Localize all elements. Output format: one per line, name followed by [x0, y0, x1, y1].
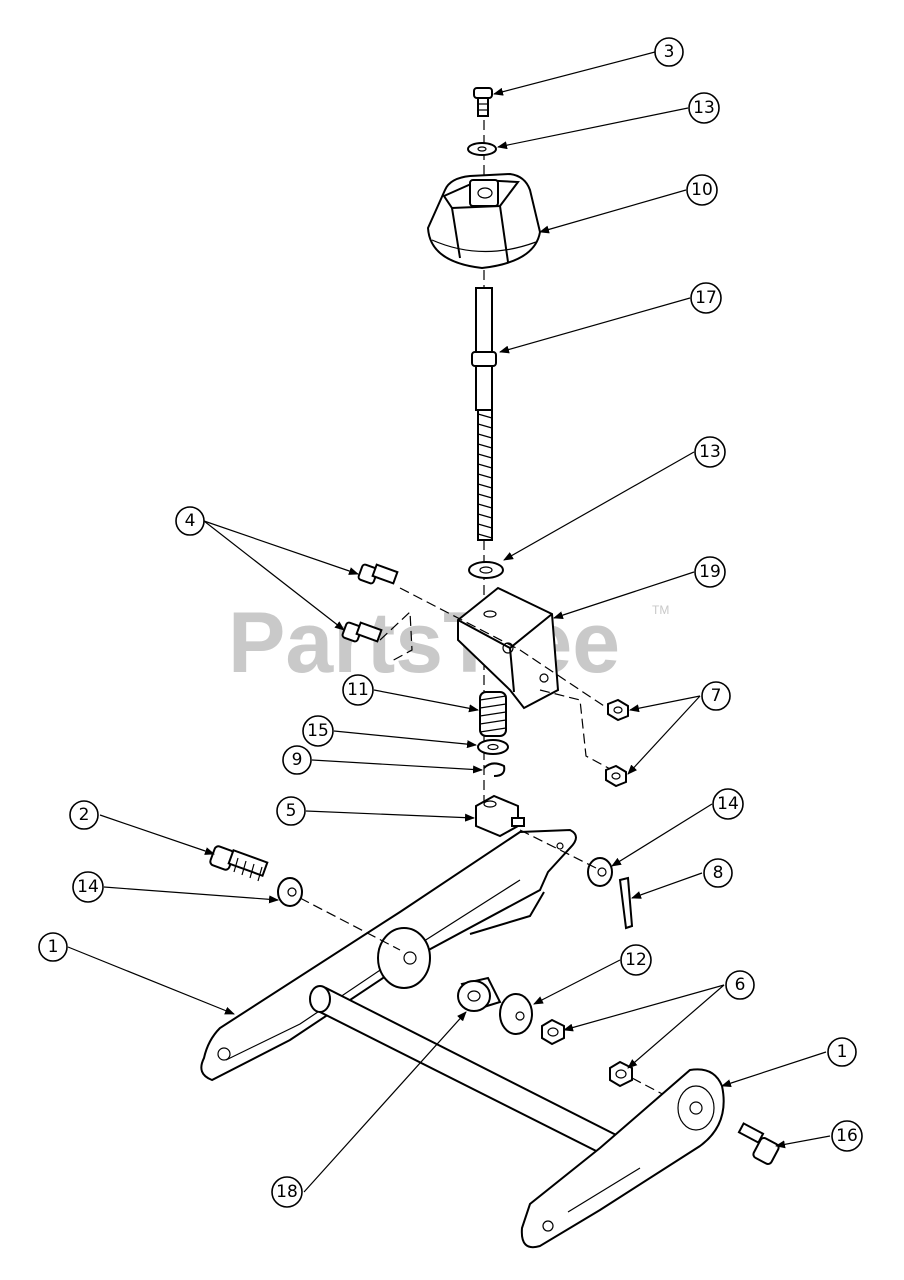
callout-label: 6	[735, 975, 746, 995]
callout-part-5[interactable]: 5	[276, 796, 306, 826]
callout-label: 18	[276, 1182, 298, 1202]
callout-part-1-left[interactable]: 1	[38, 932, 68, 962]
callout-label: 12	[625, 950, 647, 970]
callout-part-3[interactable]: 3	[654, 37, 684, 67]
callout-part-9[interactable]: 9	[282, 745, 312, 775]
bolt-part-16	[737, 1122, 780, 1165]
clip-part-9	[483, 762, 506, 777]
callout-part-16[interactable]: 16	[831, 1120, 863, 1152]
watermark: PartsTree	[228, 595, 620, 691]
callout-label: 13	[699, 442, 721, 462]
callout-label: 17	[695, 288, 717, 308]
callout-part-6[interactable]: 6	[725, 970, 755, 1000]
lift-arm-part-1-left	[200, 828, 577, 1082]
callout-label: 1	[837, 1042, 848, 1062]
lift-arm-part-1-right	[520, 1068, 725, 1249]
watermark-trademark: TM	[652, 603, 669, 617]
callout-label: 11	[347, 680, 369, 700]
callout-part-12[interactable]: 12	[620, 944, 652, 976]
washer-part-13-top	[467, 142, 497, 156]
callout-part-2[interactable]: 2	[69, 800, 99, 830]
callout-label: 10	[691, 180, 713, 200]
callout-label: 9	[292, 750, 303, 770]
bolt-part-2	[209, 845, 269, 882]
adjustment-knob-part-10	[426, 172, 542, 270]
callout-part-18[interactable]: 18	[271, 1176, 303, 1208]
callout-part-15[interactable]: 15	[302, 715, 334, 747]
adjustment-shaft-part-17	[471, 287, 497, 541]
callout-part-1-right[interactable]: 1	[827, 1037, 857, 1067]
washers-part-14	[277, 829, 613, 951]
screw-part-3	[473, 87, 493, 117]
callout-part-11[interactable]: 11	[342, 674, 374, 706]
callout-part-10[interactable]: 10	[686, 174, 718, 206]
washer-part-15	[477, 739, 509, 755]
callout-part-14-left[interactable]: 14	[72, 871, 104, 903]
callout-part-8[interactable]: 8	[703, 858, 733, 888]
callout-label: 1	[48, 937, 59, 957]
callout-label: 15	[307, 721, 329, 741]
callout-label: 19	[699, 562, 721, 582]
washer-part-12	[499, 993, 533, 1035]
spring-part-11	[479, 691, 507, 737]
leader-lines	[67, 51, 831, 1193]
callout-label: 2	[79, 805, 90, 825]
pin-part-8	[618, 876, 634, 930]
callout-label: 8	[713, 863, 724, 883]
callout-label: 4	[185, 511, 196, 531]
nuts-part-6	[541, 1018, 671, 1099]
callout-label: 14	[717, 794, 739, 814]
callout-part-14-right[interactable]: 14	[712, 788, 744, 820]
callout-label: 7	[711, 686, 722, 706]
callout-part-17[interactable]: 17	[690, 282, 722, 314]
nuts-part-7	[605, 698, 629, 788]
bracket-part-19	[457, 586, 560, 710]
cross-shaft	[309, 985, 637, 1168]
pivot-block-part-5	[475, 794, 525, 838]
washer-part-13-middle	[468, 561, 504, 579]
callout-part-13-middle[interactable]: 13	[694, 436, 726, 468]
callout-label: 5	[286, 801, 297, 821]
callout-label: 14	[77, 877, 99, 897]
callout-label: 16	[836, 1126, 858, 1146]
callout-part-7[interactable]: 7	[701, 681, 731, 711]
callout-part-13-top[interactable]: 13	[688, 92, 720, 124]
callout-part-19[interactable]: 19	[694, 556, 726, 588]
callout-label: 13	[693, 98, 715, 118]
bushing-part-18	[457, 976, 502, 1012]
callout-part-4[interactable]: 4	[175, 506, 205, 536]
callout-label: 3	[664, 42, 675, 62]
